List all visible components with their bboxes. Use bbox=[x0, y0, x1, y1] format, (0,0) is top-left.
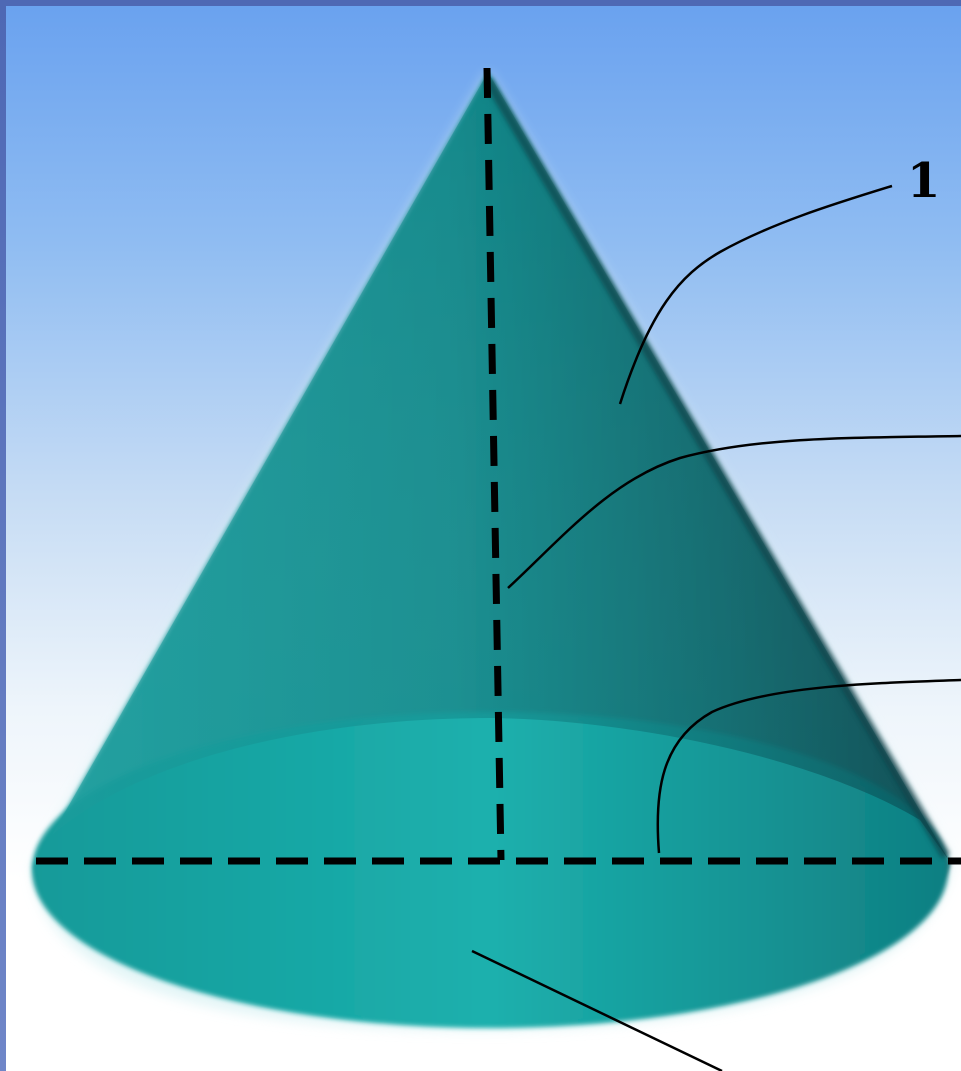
leader-line-3-radius bbox=[656, 678, 961, 854]
label-1: 1 bbox=[907, 153, 940, 209]
leader-line-4-base bbox=[471, 949, 723, 1071]
cone-height-dashed-line bbox=[483, 67, 505, 861]
cone-right-edge bbox=[483, 77, 951, 859]
leader-line-2-height bbox=[507, 434, 961, 589]
cone-side-overlap bbox=[52, 72, 950, 862]
cone-base bbox=[32, 712, 948, 1028]
leader-line-1-lateral bbox=[618, 184, 893, 405]
